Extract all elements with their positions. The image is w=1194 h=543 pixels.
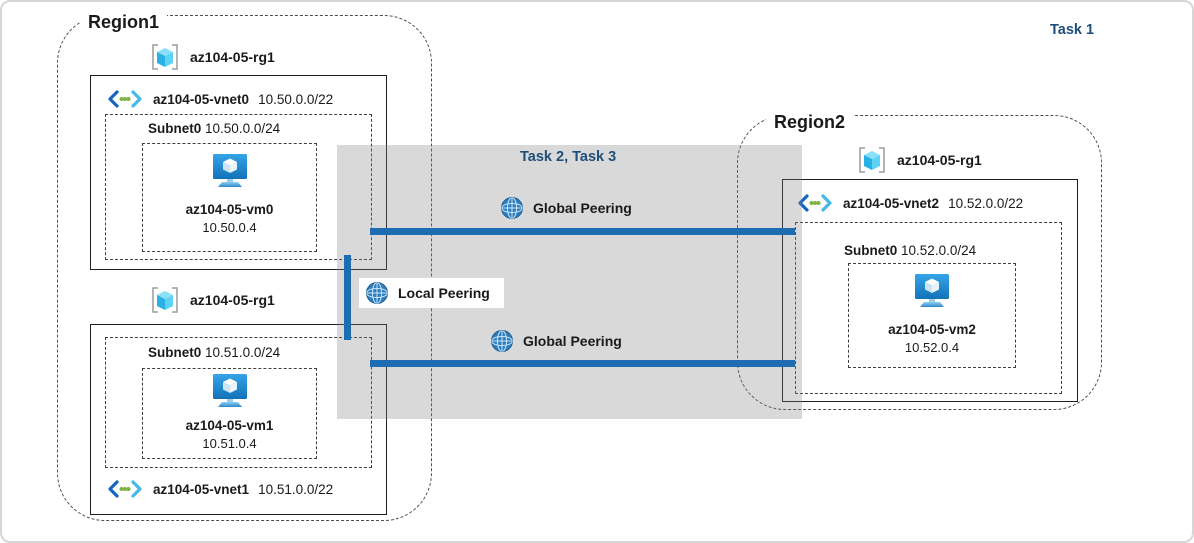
- global-peering-bottom: Global Peering: [490, 329, 622, 353]
- local-peering-label: Local Peering: [398, 285, 490, 301]
- rg-top-header: az104-05-rg1: [150, 42, 275, 72]
- rg-top-name: az104-05-rg1: [190, 49, 275, 65]
- subnet0-r1b-label: Subnet0 10.51.0.0/24: [148, 345, 280, 360]
- subnet0-r1-name: Subnet0: [148, 121, 202, 136]
- vm2-ip: 10.52.0.4: [904, 340, 960, 355]
- local-peering-line: [344, 255, 351, 340]
- rg-bottom-name: az104-05-rg1: [190, 292, 275, 308]
- subnet0-r2-box: [795, 222, 1062, 394]
- vnet0-cidr: 10.50.0.0/22: [258, 91, 334, 107]
- global-peering-top: Global Peering: [500, 196, 632, 220]
- resource-group-icon: [150, 285, 180, 315]
- vnet2-row: az104-05-vnet2 10.52.0.0/22: [796, 193, 1023, 213]
- resource-group-icon: [150, 42, 180, 72]
- virtual-machine-icon: [912, 273, 952, 310]
- virtual-machine-icon: [210, 153, 250, 190]
- vm2-box: az104-05-vm2 10.52.0.4: [848, 263, 1016, 368]
- region2-label: Region2: [766, 112, 854, 133]
- vm2-name: az104-05-vm2: [888, 322, 976, 337]
- resource-group-icon: [857, 145, 887, 175]
- vnet1-row: az104-05-vnet1 10.51.0.0/22: [106, 479, 333, 499]
- vnet2-name: az104-05-vnet2: [843, 195, 940, 211]
- region2-boundary: [737, 115, 1102, 410]
- global-peering-bottom-label: Global Peering: [523, 333, 622, 349]
- vm1-name: az104-05-vm1: [185, 418, 274, 433]
- globe-icon: [490, 329, 514, 353]
- vnet0-name: az104-05-vnet0: [153, 91, 250, 107]
- subnet0-r1-cidr: 10.50.0.0/24: [205, 121, 281, 136]
- virtual-machine-icon: [210, 373, 250, 410]
- subnet0-r1-box: [105, 114, 372, 260]
- rg-top-box: [90, 75, 387, 270]
- globe-icon: [500, 196, 524, 220]
- subnet0-r1b-cidr: 10.51.0.0/24: [205, 345, 281, 360]
- vm0-name: az104-05-vm0: [185, 202, 274, 217]
- task1-label: Task 1: [1050, 22, 1095, 38]
- subnet0-r2-cidr: 10.52.0.0/24: [901, 243, 977, 258]
- vm0-box: az104-05-vm0 10.50.0.4: [142, 143, 317, 252]
- subnet0-r1b-box: [105, 337, 372, 468]
- globe-icon: [365, 281, 389, 305]
- region1-label: Region1: [80, 12, 168, 33]
- vnet1-cidr: 10.51.0.0/22: [258, 481, 334, 497]
- rg-r2-header: az104-05-rg1: [857, 145, 982, 175]
- vnet1-name: az104-05-vnet1: [153, 481, 250, 497]
- local-peering: Local Peering: [359, 278, 504, 308]
- rg-bottom-box: [90, 324, 387, 515]
- virtual-network-icon: [106, 89, 144, 109]
- vm1-box: az104-05-vm1 10.51.0.4: [142, 368, 317, 459]
- subnet0-r2-label: Subnet0 10.52.0.0/24: [844, 243, 976, 258]
- subnet0-r2-name: Subnet0: [844, 243, 898, 258]
- vnet2-cidr: 10.52.0.0/22: [948, 195, 1024, 211]
- global-peering-line-bottom: [370, 360, 795, 367]
- rg-bottom-header: az104-05-rg1: [150, 285, 275, 315]
- virtual-network-icon: [106, 479, 144, 499]
- vm1-ip: 10.51.0.4: [202, 436, 257, 451]
- region1-boundary: [57, 15, 432, 521]
- global-peering-line-top: [370, 228, 795, 235]
- subnet0-r1-label: Subnet0 10.50.0.0/24: [148, 121, 280, 136]
- virtual-network-icon: [796, 193, 834, 213]
- vnet0-row: az104-05-vnet0 10.50.0.0/22: [106, 89, 333, 109]
- vm0-ip: 10.50.0.4: [202, 220, 257, 235]
- rg-r2-name: az104-05-rg1: [897, 152, 982, 168]
- global-peering-top-label: Global Peering: [533, 200, 632, 216]
- task23-label: Task 2, Task 3: [520, 149, 617, 165]
- subnet0-r1b-name: Subnet0: [148, 345, 202, 360]
